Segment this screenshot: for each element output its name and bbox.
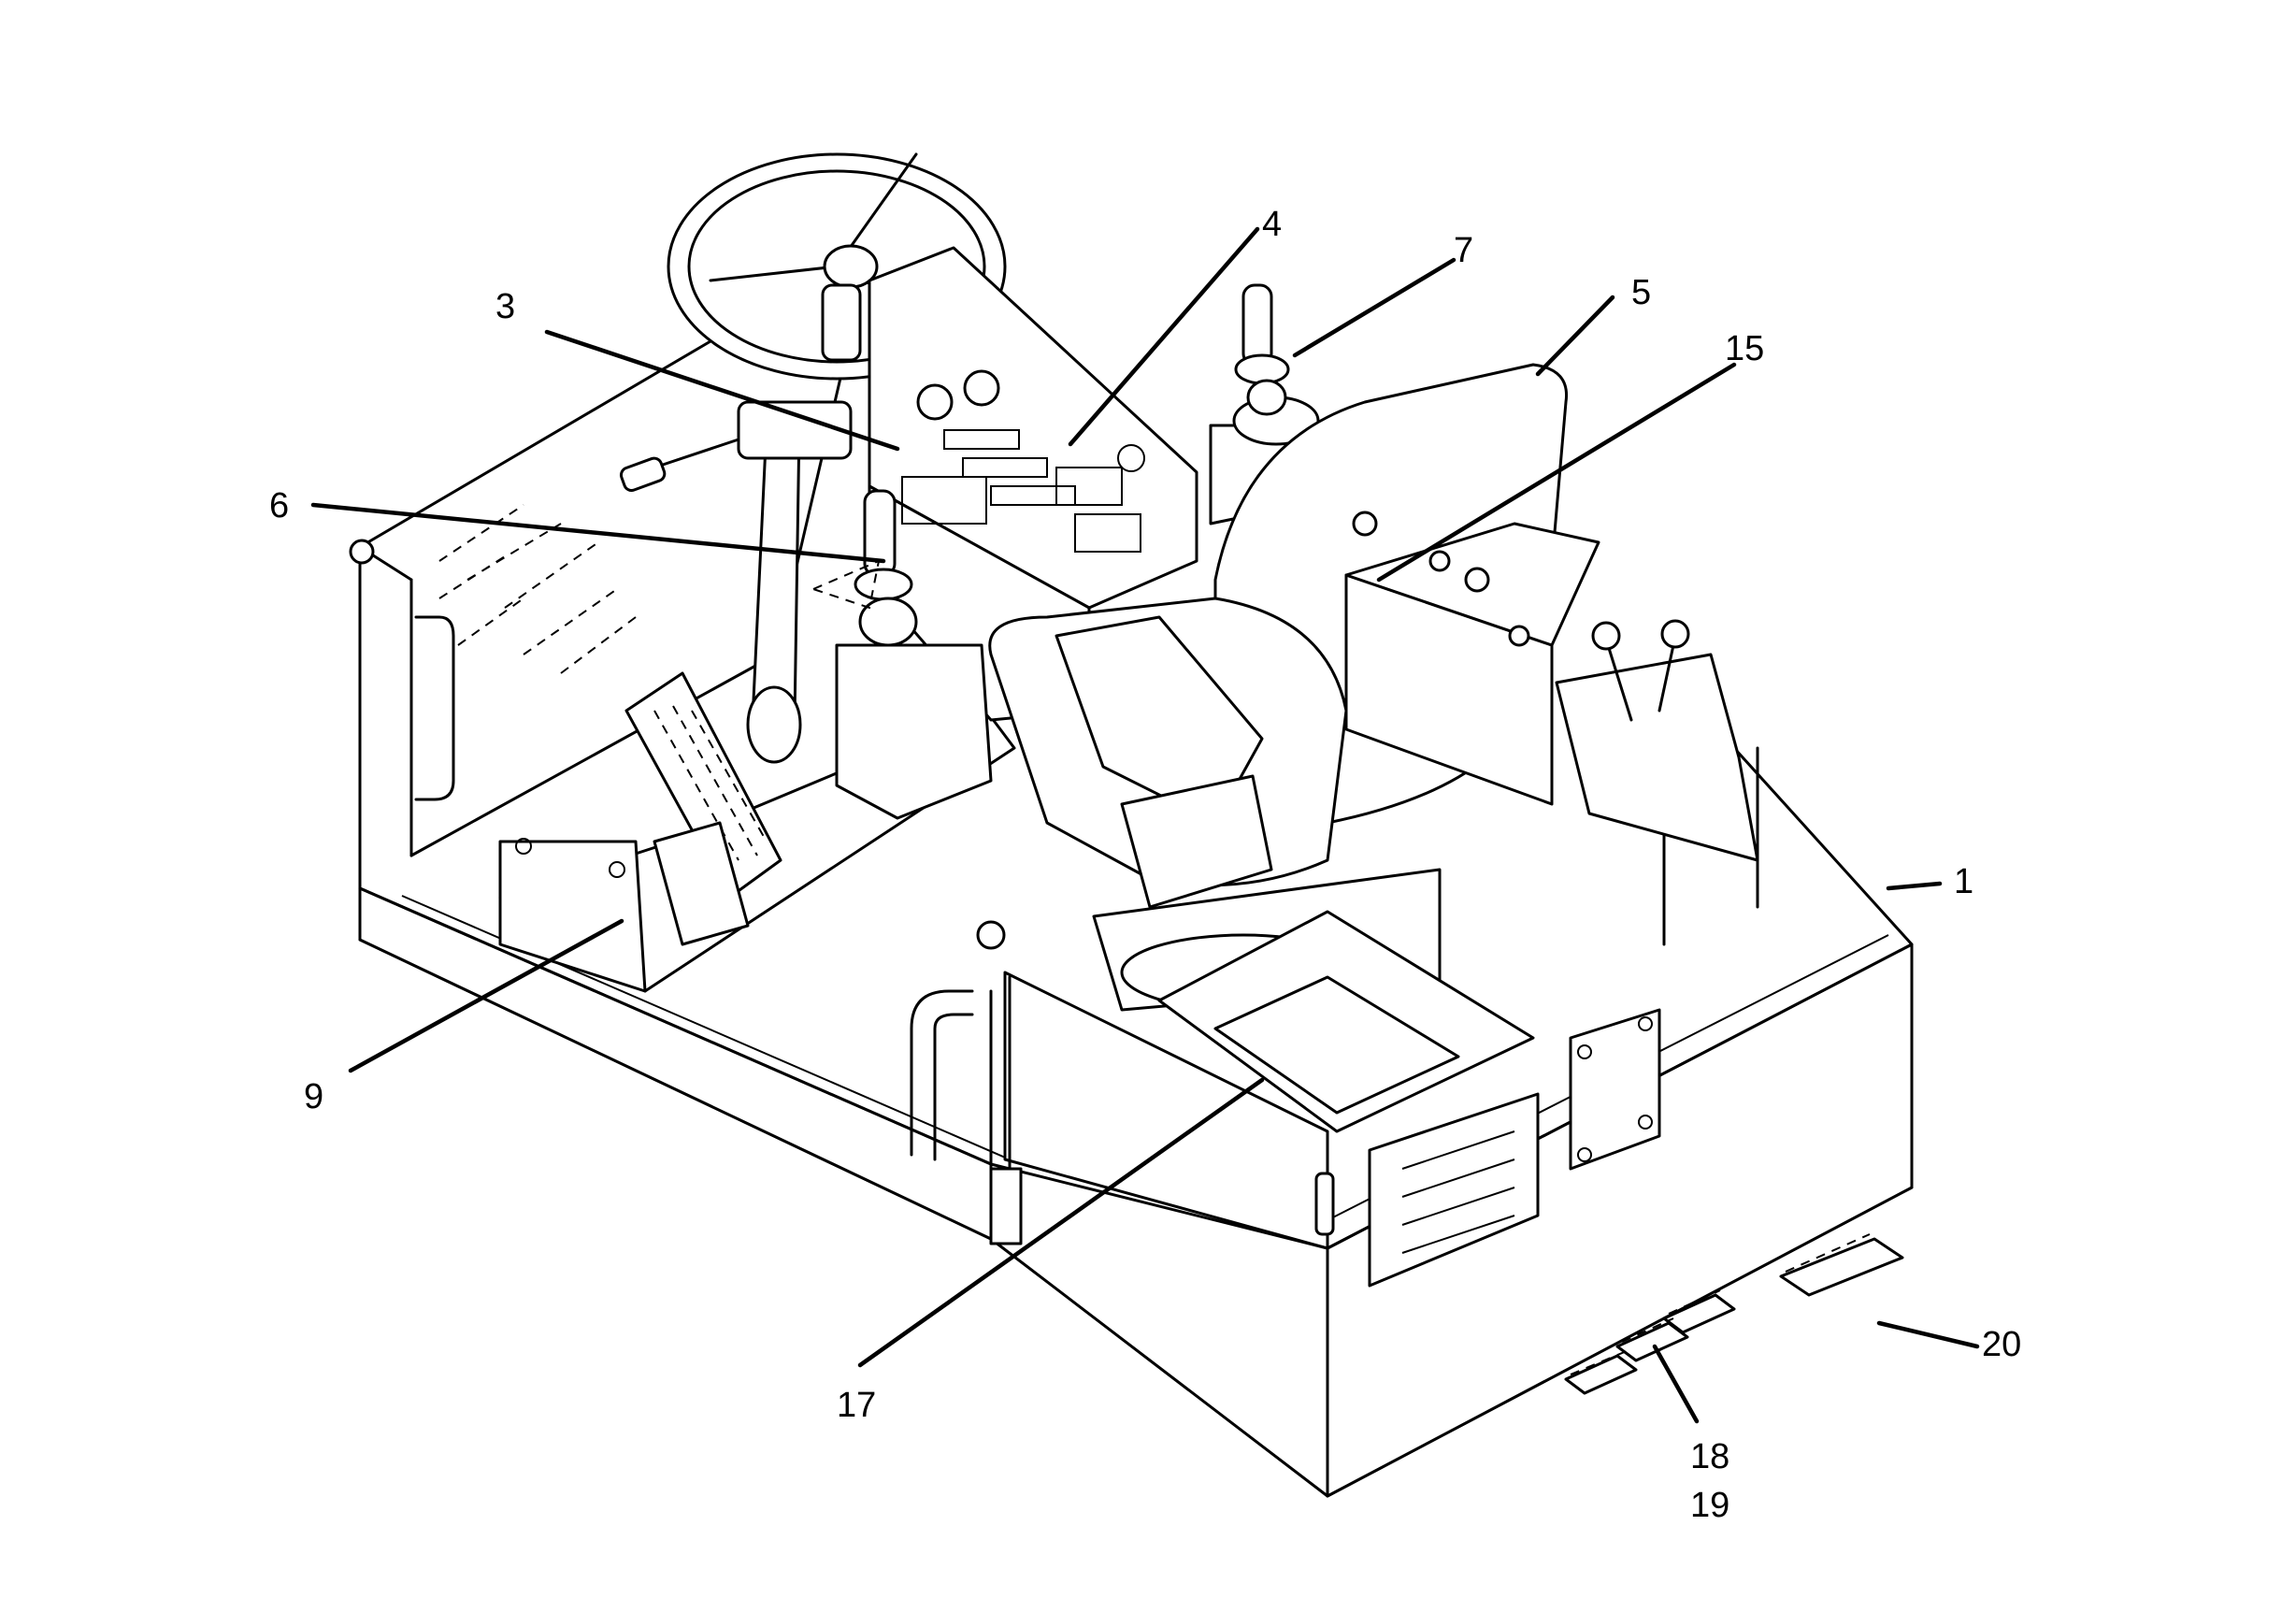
- callout-6: 6: [269, 486, 289, 525]
- callout-9: 9: [304, 1077, 323, 1116]
- control-knob-icon: [1508, 625, 1530, 647]
- callout-4: 4: [1262, 205, 1282, 244]
- battery-well: [1157, 910, 1535, 1133]
- vent-plate: [1368, 1092, 1540, 1288]
- lever-knob-icon: [976, 920, 1006, 950]
- callout-labels: 1 3 4 5 6 7 9 15 17 18 19 20: [269, 205, 2021, 1525]
- gauge-icon: [963, 369, 1000, 407]
- steering-column: [619, 400, 853, 764]
- lever-knob-icon: [1591, 621, 1621, 651]
- callout-7: 7: [1454, 231, 1473, 270]
- gauge-icon: [916, 383, 954, 421]
- callout-1: 1: [1954, 862, 1973, 901]
- access-cover: [1569, 1008, 1661, 1171]
- leader-lines: [310, 226, 1980, 1424]
- control-knob-icon: [1464, 567, 1490, 593]
- callout-20: 20: [1982, 1325, 2021, 1364]
- callout-3: 3: [495, 287, 515, 326]
- callout-5: 5: [1631, 273, 1651, 312]
- handle-icon: [1314, 1172, 1335, 1236]
- left-joystick: [811, 489, 993, 820]
- lever-knob-icon: [1660, 619, 1690, 649]
- callout-17: 17: [837, 1386, 876, 1425]
- control-knob-icon: [1352, 511, 1378, 537]
- fastener-clips: [1564, 1233, 1904, 1395]
- callout-18: 18: [1690, 1437, 1729, 1476]
- callout-19: 19: [1690, 1486, 1729, 1525]
- latch-knob-icon: [349, 539, 375, 565]
- callout-15: 15: [1725, 329, 1764, 368]
- right-control-box: [1344, 511, 1759, 862]
- accelerator-pedal: [498, 671, 782, 993]
- control-knob-icon: [1428, 550, 1451, 572]
- hand-rail: [910, 920, 1023, 1245]
